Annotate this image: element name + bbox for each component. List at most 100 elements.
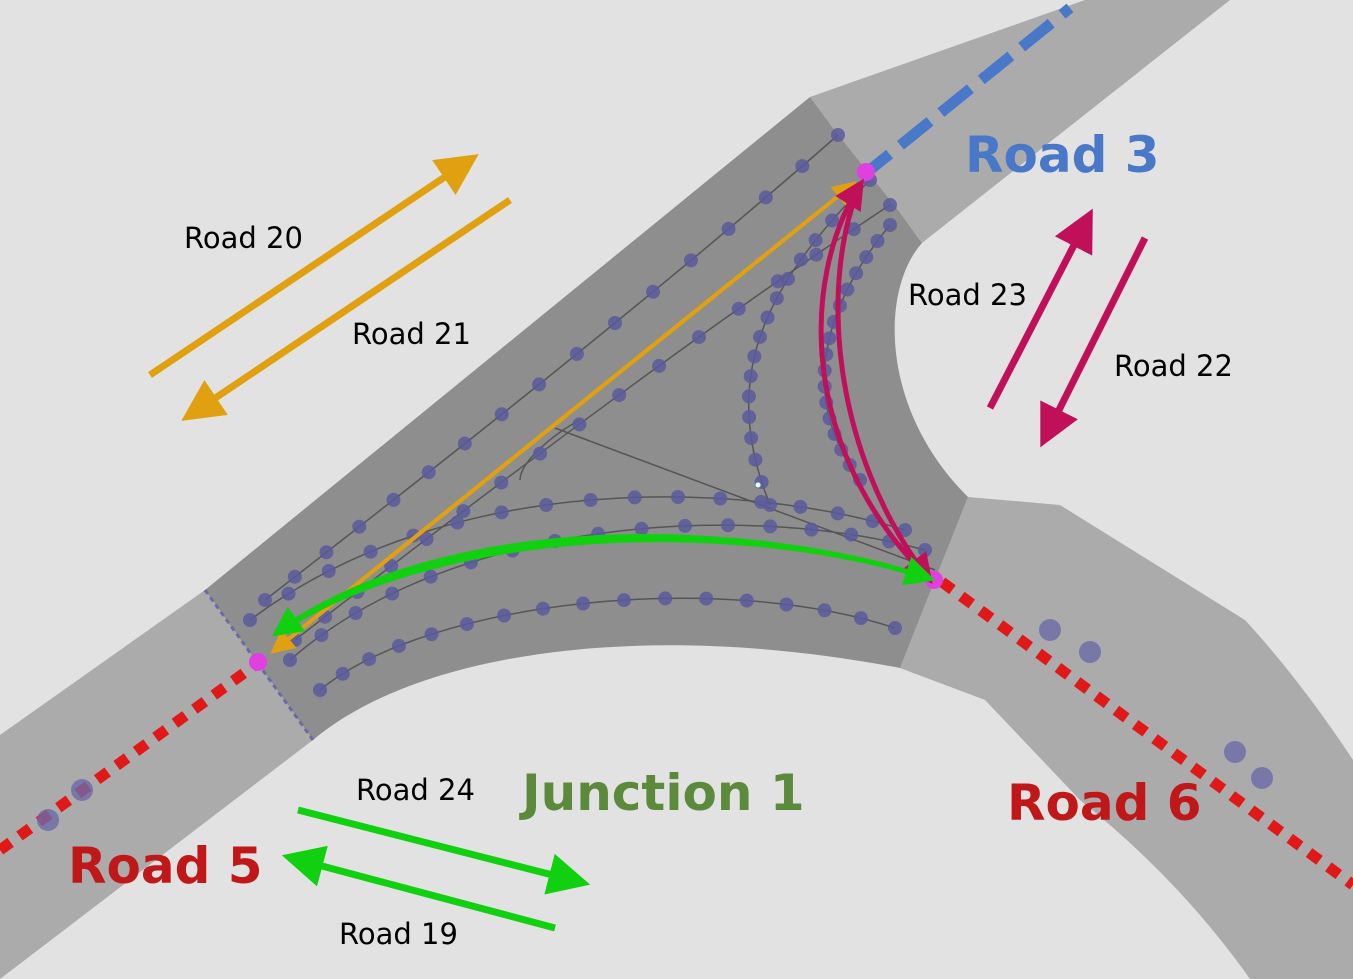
connection-points bbox=[249, 163, 943, 671]
lane-dot bbox=[321, 564, 336, 578]
road-21-label: Road 21 bbox=[352, 317, 471, 351]
lane-dot bbox=[494, 407, 509, 422]
lane-dot bbox=[742, 410, 757, 424]
lane-dot bbox=[283, 653, 297, 667]
lane-dot bbox=[870, 234, 885, 248]
lane-dot bbox=[713, 491, 728, 506]
junction-1-label: Junction 1 bbox=[519, 764, 805, 822]
lane-dot bbox=[335, 666, 350, 681]
lane-dot bbox=[748, 452, 763, 467]
lane-dot bbox=[846, 222, 861, 237]
lane-dot bbox=[822, 331, 837, 346]
lane-dot bbox=[844, 527, 859, 542]
lane-dot bbox=[572, 417, 587, 432]
lane-dot bbox=[898, 523, 912, 537]
lane-dot bbox=[243, 613, 257, 627]
road-24-legend-arrow bbox=[297, 806, 591, 895]
lane-dot bbox=[743, 369, 758, 384]
road-lane-markers bbox=[37, 619, 1273, 831]
lane-dot bbox=[678, 518, 692, 533]
lane-dot bbox=[793, 252, 808, 267]
lane-dot bbox=[287, 569, 302, 584]
lane-dot bbox=[883, 198, 897, 212]
road-24-label: Road 24 bbox=[356, 773, 475, 807]
lane-dot bbox=[658, 591, 673, 606]
lane-dot bbox=[612, 388, 627, 403]
lane-dot bbox=[744, 431, 759, 445]
lane-dot bbox=[352, 519, 367, 534]
center-marker bbox=[754, 481, 762, 489]
lane-dot bbox=[763, 498, 777, 512]
lane-dot bbox=[362, 652, 377, 667]
road-3-surface bbox=[810, 0, 1230, 243]
lane-dot bbox=[314, 628, 329, 643]
lane-dot bbox=[456, 504, 471, 519]
road-5-label: Road 5 bbox=[68, 837, 263, 895]
lane-dot bbox=[497, 608, 512, 623]
lane-dot bbox=[781, 271, 795, 286]
road-24-path-arrow bbox=[276, 537, 936, 635]
road-22-legend-arrow bbox=[1040, 236, 1149, 448]
road-20-label: Road 20 bbox=[184, 221, 303, 255]
lane-dot bbox=[758, 190, 773, 205]
road-23-legend-arrow bbox=[986, 208, 1093, 410]
lane-dot bbox=[419, 532, 434, 546]
lane-dot bbox=[608, 316, 622, 330]
lane-dot bbox=[459, 617, 474, 632]
lane-dot bbox=[671, 490, 685, 504]
road-23-label: Road 23 bbox=[908, 278, 1027, 312]
lane-dot bbox=[721, 518, 735, 533]
road-20-legend-arrow bbox=[148, 154, 479, 378]
lane-dots bbox=[243, 128, 932, 697]
lane-dot bbox=[809, 247, 824, 262]
lane-dot bbox=[646, 284, 660, 299]
lane-dot bbox=[793, 499, 808, 514]
lane-dot bbox=[831, 128, 845, 142]
lane-dot bbox=[424, 627, 439, 642]
lane-dot bbox=[634, 521, 649, 536]
lane-dot bbox=[739, 593, 754, 608]
lane-dot bbox=[849, 266, 864, 281]
lane-dot bbox=[457, 436, 472, 451]
road-21-legend-arrow bbox=[181, 197, 512, 421]
lane-dot bbox=[391, 638, 406, 653]
lane-dot bbox=[386, 492, 401, 507]
lane-dot bbox=[423, 569, 438, 584]
lane-dot bbox=[348, 606, 363, 620]
lane-dot bbox=[494, 475, 509, 490]
lane-dot bbox=[627, 490, 642, 505]
lane-dot bbox=[539, 498, 554, 512]
lane-dot bbox=[319, 545, 334, 560]
lane-dot bbox=[763, 519, 778, 534]
lane-dot bbox=[760, 310, 775, 325]
lane-dot bbox=[313, 683, 327, 697]
lane-dot bbox=[684, 253, 698, 268]
lane-dot bbox=[494, 505, 509, 520]
lane-dot bbox=[576, 596, 591, 611]
lane-dot bbox=[753, 329, 767, 344]
road-3-label: Road 3 bbox=[965, 126, 1160, 184]
road-5-surface bbox=[0, 590, 313, 979]
lane-dot bbox=[918, 543, 932, 557]
lane-dot bbox=[883, 218, 897, 232]
road-22-label: Road 22 bbox=[1114, 349, 1233, 383]
lane-dot bbox=[536, 601, 550, 616]
lane-dot bbox=[795, 159, 810, 174]
road-22-path-arrow bbox=[835, 184, 933, 584]
road-3-reference-line bbox=[856, 3, 1074, 183]
lane-dot bbox=[721, 221, 736, 236]
lane-dot bbox=[450, 515, 465, 530]
lane-dot bbox=[532, 377, 547, 392]
road-21-path-arrow bbox=[270, 183, 854, 654]
lane-dot bbox=[385, 586, 400, 601]
lane-dot bbox=[384, 559, 399, 573]
lane-dot bbox=[840, 282, 855, 297]
lane-dot bbox=[731, 301, 746, 316]
lane-dot bbox=[859, 250, 874, 265]
road-23-path-arrow bbox=[818, 178, 930, 580]
lane-dot bbox=[830, 506, 845, 521]
lane-dot bbox=[617, 593, 631, 608]
lane-dot bbox=[692, 330, 706, 345]
